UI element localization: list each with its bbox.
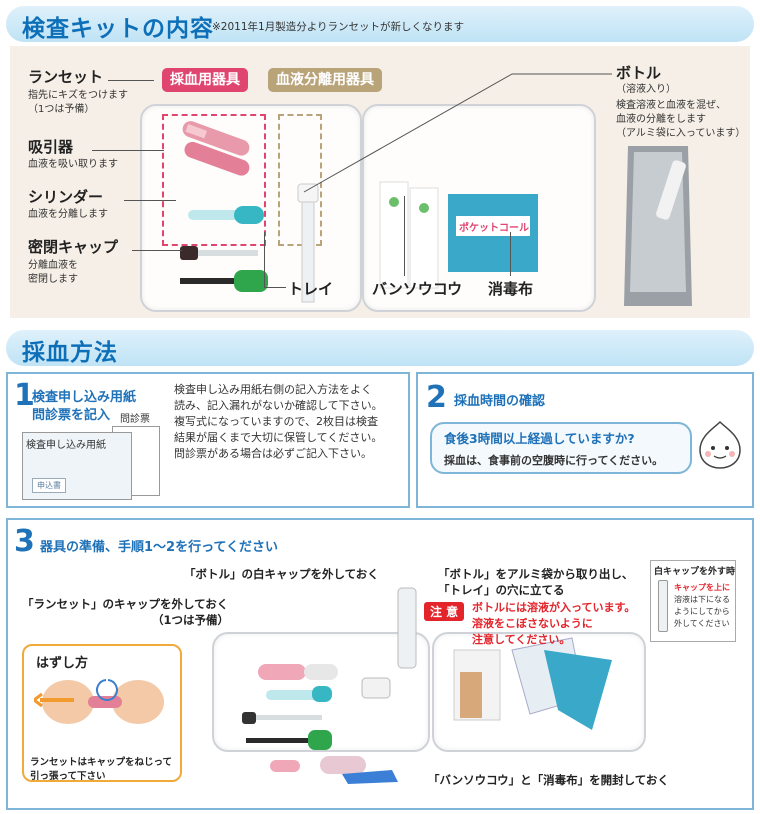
callout-bottle-out-2: 「トレイ」の穴に立てる	[438, 583, 565, 597]
step2-number: 2	[426, 380, 447, 415]
step3-box: 3 器具の準備、手順1～2を行ってください 「ボトル」の白キャップを外しておく …	[6, 518, 754, 810]
bottle-desc3: （アルミ袋に入っています）	[616, 128, 746, 139]
step3-number: 3	[14, 524, 35, 559]
method-header-bar: 採血方法	[6, 330, 754, 366]
step1-text-5: 問診票がある場合は必ずご記入下さい。	[174, 447, 372, 460]
kit-title: 検査キットの内容	[22, 16, 214, 42]
form-stamp: 申込書	[32, 478, 66, 493]
side-note-1: キャップを上に	[674, 583, 730, 592]
mascot-icon	[699, 420, 741, 469]
loose-lancet-drawing	[270, 756, 398, 784]
method-title: 採血方法	[22, 340, 118, 366]
bottle-leader-line	[303, 73, 612, 193]
caution-line-3: 注意してください。	[472, 633, 571, 646]
step1-title2: 問診票を記入	[32, 408, 111, 423]
step2-box: 2 採血時間の確認 食後3時間以上経過していますか? 採血は、食事前の空腹時に行…	[416, 372, 754, 508]
step3-instruments-drawing	[242, 587, 612, 750]
howto-hands-drawing	[34, 679, 164, 724]
caution-line-2: 溶液をこぼさないように	[472, 617, 593, 630]
step2-bubble-line2: 採血は、食事前の空腹時に行ってください。	[444, 454, 664, 467]
howto-title: はずし方	[36, 656, 89, 671]
bottle-label: ボトル	[616, 64, 662, 82]
callout-lancet-2: （1つは予備）	[152, 613, 230, 627]
bottle-foil-drawing	[624, 146, 692, 306]
side-note-3: ようにしてから	[674, 607, 730, 616]
tag-sep-tools: 血液分離用器具	[268, 68, 382, 92]
step1-box: 1 検査申し込み用紙 問診票を記入 問診票 検査申し込み用紙 申込書 検査申し込…	[6, 372, 410, 508]
side-note-4: 外してください	[674, 619, 730, 628]
cylinder-label: シリンダー	[28, 188, 104, 206]
side-note-vial	[658, 580, 668, 632]
howto-line-1: ランセットはキャップをねじって	[30, 757, 173, 768]
wipe-pack-label: ポケットコール	[459, 223, 529, 234]
cylinder-desc: 血液を分離します	[28, 209, 108, 220]
kit-panel: 採血用器具 血液分離用器具 ポケットコール	[10, 46, 750, 318]
bottle-sub: （溶液入り）	[616, 84, 676, 95]
lancet-desc2: （1つは予備）	[28, 104, 95, 115]
tray-label: トレイ	[288, 280, 334, 298]
callout-bottle-cap: 「ボトル」の白キャップを外しておく	[184, 567, 379, 581]
side-note-2: 溶液は下になる	[674, 595, 730, 604]
callout-bottle-out-1: 「ボトル」をアルミ袋から取り出し、	[438, 567, 634, 581]
bandage-label: バンソウコウ	[372, 280, 463, 298]
kit-header-bar: 検査キットの内容 ※2011年1月製造分よりランセットが新しくなります	[6, 6, 754, 42]
kit-instruments-drawing	[180, 121, 538, 303]
caution-line-1: ボトルには溶液が入っています。	[472, 601, 636, 614]
step2-title: 採血時間の確認	[454, 394, 546, 409]
step1-text-1: 検査申し込み用紙右側の記入方法をよく	[174, 383, 372, 396]
bottle-desc2: 血液の分離をします	[616, 114, 706, 125]
step1-number: 1	[14, 378, 35, 413]
kit-note: ※2011年1月製造分よりランセットが新しくなります	[212, 21, 464, 33]
step1-text-3: 複写式になっていますので、2枚目は検査	[174, 415, 379, 428]
step1-text-4: 結果が届くまで大切に保管してください。	[174, 431, 383, 444]
callout-open-packs: 「バンソウコウ」と「消毒布」を開封しておく	[428, 773, 669, 787]
form-label-questionnaire: 問診票	[120, 414, 150, 425]
blood-tools-zone	[162, 114, 266, 246]
callout-lancet-1: 「ランセット」のキャップを外しておく	[22, 597, 229, 611]
cap-desc2: 密閉します	[28, 274, 78, 285]
wipe-label: 消毒布	[488, 280, 534, 298]
caution-badge: 注 意	[424, 602, 465, 621]
cap-label: 密閉キャップ	[28, 238, 119, 256]
suction-label: 吸引器	[28, 138, 74, 156]
cap-desc1: 分離血液を	[28, 260, 78, 271]
step2-bubble-line1: 食後3時間以上経過していますか?	[444, 431, 635, 446]
step2-bubble	[430, 422, 692, 474]
suction-desc: 血液を吸い取ります	[28, 159, 118, 170]
sep-tools-zone	[278, 114, 322, 246]
step3-title: 器具の準備、手順1～2を行ってください	[40, 540, 279, 555]
howto-line-2: 引っ張って下さい	[30, 771, 106, 782]
form-label-application: 検査申し込み用紙	[26, 440, 106, 451]
side-note-title: 白キャップを外す時	[654, 567, 736, 577]
bottle-desc1: 検査溶液と血液を混ぜ、	[616, 100, 726, 111]
step1-title1: 検査申し込み用紙	[32, 390, 137, 405]
lancet-desc1: 指先にキズをつけます	[28, 90, 128, 101]
tag-blood-tools: 採血用器具	[162, 68, 248, 92]
lancet-label: ランセット	[28, 68, 104, 86]
step1-text-2: 読み、記入漏れがないか確認して下さい。	[174, 399, 383, 412]
